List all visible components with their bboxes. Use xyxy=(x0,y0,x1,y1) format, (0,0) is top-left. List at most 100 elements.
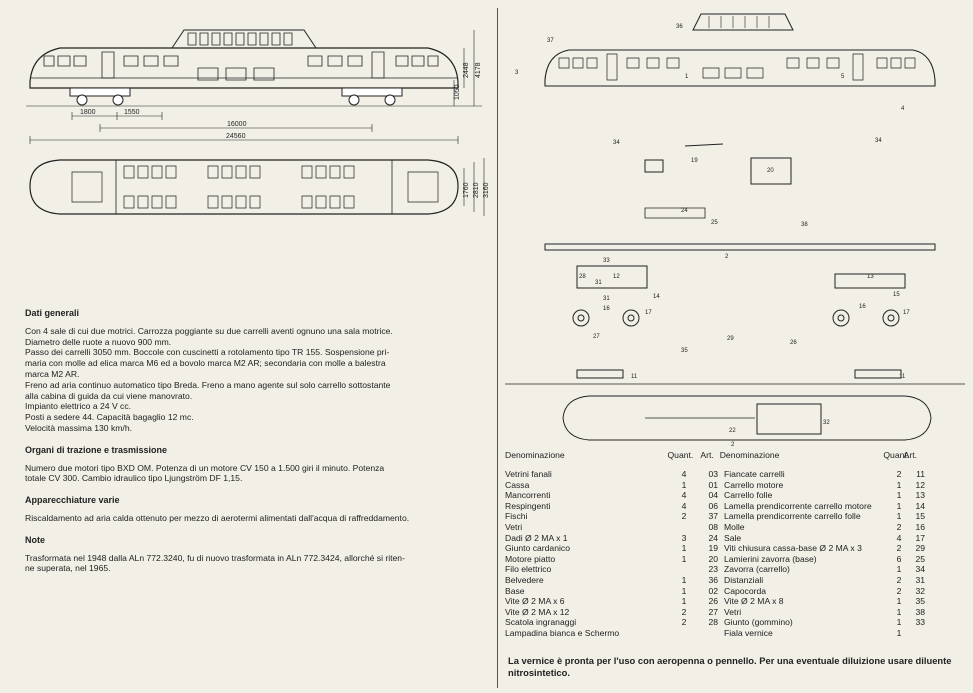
cell-qty: 6 xyxy=(896,553,902,564)
dim-1800: 1800 xyxy=(80,109,96,116)
cell-art: 24 xyxy=(708,532,718,543)
cell-name: Base xyxy=(505,585,525,596)
cell-name: Vite Ø 2 MA x 8 xyxy=(724,596,784,607)
cell-qty: 1 xyxy=(896,500,902,511)
cell-qty: 2 xyxy=(681,617,687,628)
cell-art: 26 xyxy=(708,596,718,607)
cell-name: Giunto (gommino) xyxy=(724,617,793,628)
railcar-plan-view: 1760 2810 3160 xyxy=(12,156,490,222)
part-callout: 17 xyxy=(645,310,652,316)
cell-name: Filo elettrico xyxy=(505,564,552,575)
cell-qty: 4 xyxy=(896,532,902,543)
part-callout: 32 xyxy=(823,420,830,426)
cell-name: Respingenti xyxy=(505,500,551,511)
part-callout: 38 xyxy=(801,222,808,228)
part-callout: 2 xyxy=(731,442,735,448)
part-callout: 34 xyxy=(875,138,882,144)
cell-qty: 2 xyxy=(681,606,687,617)
cell-qty: 1 xyxy=(896,596,902,607)
cell-qty: 2 xyxy=(896,585,902,596)
section-title: Organi di trazione e trasmissione xyxy=(25,444,168,455)
cell-art: 29 xyxy=(915,543,925,554)
table-row: Vite Ø 2 MA x 8 1 35 xyxy=(724,596,925,607)
table-row: Lamierini zavorra (base) 6 25 xyxy=(724,554,925,565)
cell-art: 06 xyxy=(708,500,718,511)
dim-1550: 1550 xyxy=(124,109,140,116)
cell-qty: 2 xyxy=(681,511,687,522)
section-title: Note xyxy=(25,534,45,545)
cell-name: Lampadina bianca e Schermo xyxy=(505,627,620,638)
section-equipment: Apparecchiature varie Riscaldamento ad a… xyxy=(25,495,485,524)
cell-art: 35 xyxy=(915,596,925,607)
cell-art: 23 xyxy=(708,564,718,575)
dim-4178: 4178 xyxy=(475,62,482,78)
cell-art: 36 xyxy=(708,574,718,585)
section-title: Apparecchiature varie xyxy=(25,495,120,506)
cell-art: 25 xyxy=(915,553,925,564)
parts-table-header: Denominazione Quant. Art. Denominazione … xyxy=(505,450,917,460)
cell-qty: 1 xyxy=(896,479,902,490)
cell-qty: 1 xyxy=(681,574,687,585)
table-row: Filo elettrico 23 xyxy=(505,564,724,575)
part-callout: 35 xyxy=(681,348,688,354)
cell-name: Fiala vernice xyxy=(724,627,773,638)
dim-2810: 2810 xyxy=(473,182,480,198)
cell-name: Viti chiusura cassa-base Ø 2 MA x 3 xyxy=(724,543,862,554)
cell-art xyxy=(698,628,724,639)
cell-art: 33 xyxy=(915,617,925,628)
parts-table: Denominazione Quant. Art. Denominazione … xyxy=(505,450,925,639)
cell-qty: 4 xyxy=(681,490,687,501)
cell-art: 13 xyxy=(915,490,925,501)
part-callout: 27 xyxy=(593,334,600,340)
cell-art: 17 xyxy=(915,532,925,543)
part-callout: 24 xyxy=(681,208,688,214)
part-callout: 33 xyxy=(603,258,610,264)
cell-qty: 1 xyxy=(896,490,902,501)
part-callout: 17 xyxy=(903,310,910,316)
table-row: Molle 2 16 xyxy=(724,522,925,533)
cell-name: Molle xyxy=(724,521,745,532)
cell-qty: 1 xyxy=(681,596,687,607)
dim-3160: 3160 xyxy=(483,182,490,198)
table-row: Mancorrenti 4 04 xyxy=(505,490,724,501)
section-traction: Organi di trazione e trasmissione Numero… xyxy=(25,445,485,484)
cell-qty: 4 xyxy=(681,500,687,511)
part-callout: 37 xyxy=(547,38,554,44)
cell-art: 32 xyxy=(915,585,925,596)
section-notes: Note Trasformata nel 1948 dalla ALn 772.… xyxy=(25,535,485,574)
cell-qty: 1 xyxy=(681,543,687,554)
cell-name: Lamierini zavorra (base) xyxy=(724,553,817,564)
cell-name: Mancorrenti xyxy=(505,490,551,501)
cell-art: 02 xyxy=(708,585,718,596)
cell-art: 38 xyxy=(915,606,925,617)
cell-qty: 2 xyxy=(896,521,902,532)
cell-qty: 1 xyxy=(896,511,902,522)
part-callout: 22 xyxy=(729,428,736,434)
part-callout: 20 xyxy=(767,168,774,174)
cell-name: Lamella prendicorrente carrello motore xyxy=(724,500,872,511)
part-callout: 14 xyxy=(653,294,660,300)
cell-name: Zavorra (carrello) xyxy=(724,564,790,575)
cell-art: 04 xyxy=(708,490,718,501)
cell-qty: 1 xyxy=(681,553,687,564)
cell-art: 16 xyxy=(915,521,925,532)
cell-name: Vite Ø 2 MA x 12 xyxy=(505,606,570,617)
dim-2448: 2448 xyxy=(463,62,470,78)
cell-qty: 1 xyxy=(681,585,687,596)
cell-qty: 1 xyxy=(896,564,902,575)
cell-art xyxy=(907,628,925,639)
specifications-text: Dati generali Con 4 sale di cui due motr… xyxy=(25,308,485,585)
